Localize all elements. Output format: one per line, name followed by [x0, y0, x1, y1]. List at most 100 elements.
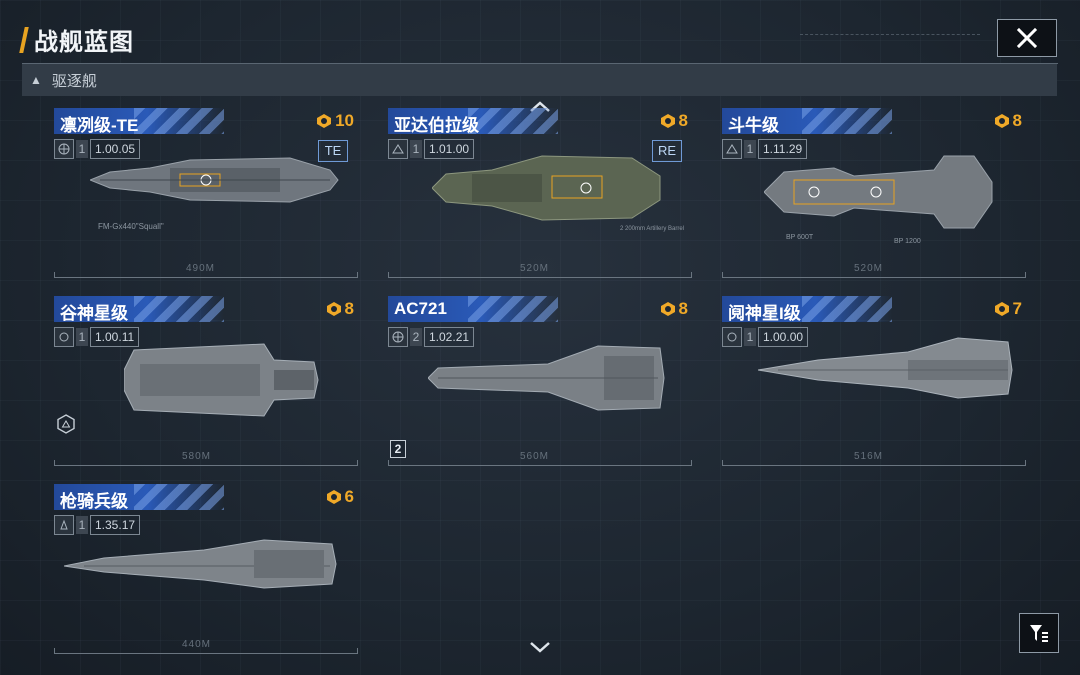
- cost-icon: [660, 114, 675, 128]
- cost-icon: [660, 302, 675, 316]
- card-baseline: [722, 465, 1026, 466]
- card-baseline: [54, 653, 358, 654]
- ship-level: 2: [410, 328, 422, 346]
- manufacturer-icon: [54, 515, 74, 535]
- ship-blueprint-image: [64, 539, 337, 589]
- ship-card[interactable]: 斗牛级 8 1 1.11.29 520M BP 600T BP 1200: [722, 108, 1026, 278]
- manufacturer-icon: [388, 139, 408, 159]
- ship-length: 490M: [186, 263, 216, 274]
- ship-blueprint-image: [124, 343, 319, 417]
- tick: [357, 648, 358, 654]
- ship-version: 1.02.21: [424, 327, 475, 347]
- cost-value: 10: [335, 111, 354, 130]
- ship-stats: 1 1.00.11: [54, 327, 140, 347]
- weapon-note: FM-Gx440"Squall": [98, 222, 164, 231]
- weapon-note: BP 1200: [894, 238, 921, 245]
- ship-blueprint-image: [90, 157, 339, 203]
- cost-icon: [317, 114, 332, 128]
- tick: [722, 460, 723, 466]
- ship-name: AC721: [394, 299, 447, 318]
- header: 战舰蓝图: [19, 22, 134, 57]
- ship-card[interactable]: 亚达伯拉级 8 1 1.01.00 RE 520M 2 200mm Artill…: [388, 108, 692, 278]
- ship-class-label: 驱逐舰: [51, 72, 97, 90]
- version-sub: 00: [789, 330, 804, 344]
- ship-stats: 1 1.00.00: [722, 327, 809, 347]
- ship-length: 580M: [182, 451, 212, 462]
- cost-value: 8: [1012, 111, 1022, 130]
- ship-version: 1.01.00: [424, 139, 475, 159]
- tick: [388, 460, 389, 466]
- ship-card[interactable]: AC721 8 2 1.02.21 2 560M: [388, 296, 692, 466]
- ship-name: 谷神星级: [60, 304, 128, 323]
- ship-stats: 1 1.00.05: [54, 139, 141, 159]
- cost-value: 8: [678, 299, 688, 318]
- tick: [691, 272, 692, 278]
- command-cost: 10: [316, 111, 354, 131]
- close-button[interactable]: [997, 19, 1057, 57]
- ship-card[interactable]: 枪骑兵级 6 1 1.35.17 440M: [54, 484, 358, 654]
- ship-version: 1.00.00: [758, 327, 809, 347]
- ship-stats: 2 1.02.21: [388, 327, 475, 347]
- tick: [357, 460, 358, 466]
- card-baseline: [54, 465, 358, 466]
- ship-card[interactable]: 谷神星级 8 1 1.00.11 580M: [54, 296, 358, 466]
- banner-stripes: [134, 484, 224, 510]
- version-main: 1.00: [95, 142, 119, 156]
- ship-level: 1: [76, 516, 88, 534]
- ship-length: 560M: [520, 451, 550, 462]
- ship-length: 440M: [182, 639, 212, 650]
- fleet-count-badge: 2: [390, 440, 406, 458]
- version-sub: 29: [788, 142, 803, 156]
- tick: [54, 648, 55, 654]
- banner-stripes: [134, 108, 224, 134]
- version-main: 1.01: [429, 142, 453, 156]
- ship-length: 520M: [520, 263, 550, 274]
- ship-version: 1.00.11: [90, 327, 140, 347]
- hexagon-triangle-icon: [57, 414, 75, 434]
- version-main: 1.00: [763, 330, 787, 344]
- ship-stats: 1 1.35.17: [54, 515, 141, 535]
- ship-name: 凛冽级-TE: [60, 116, 139, 135]
- manufacturer-icon: [722, 139, 742, 159]
- tick: [722, 272, 723, 278]
- triangle-up-icon: ▲: [30, 73, 42, 87]
- command-cost: 6: [326, 487, 354, 507]
- command-cost: 7: [994, 299, 1022, 319]
- banner-stripes: [468, 108, 558, 134]
- version-sub: 00: [455, 142, 470, 156]
- banner-stripes: [802, 108, 892, 134]
- ship-length: 520M: [854, 263, 884, 274]
- page-title: 战舰蓝图: [34, 29, 134, 56]
- ship-card[interactable]: 凛冽级-TE 10 1 1.00.05 TE 490M FM-Gx440"Squ…: [54, 108, 358, 278]
- tick: [388, 272, 389, 278]
- ship-level: 1: [410, 140, 422, 158]
- ship-class-filter[interactable]: ▲ 驱逐舰: [22, 64, 1057, 96]
- ship-level: 1: [744, 328, 756, 346]
- ship-length: 516M: [854, 451, 884, 462]
- ship-blueprint-image: [758, 337, 1013, 399]
- manufacturer-icon: [722, 327, 742, 347]
- sort-filter-button[interactable]: [1019, 613, 1059, 653]
- command-cost: 8: [994, 111, 1022, 131]
- tick: [1025, 460, 1026, 466]
- ship-blueprint-image: [764, 155, 993, 229]
- version-sub: 17: [121, 518, 136, 532]
- tick: [54, 272, 55, 278]
- scroll-down-chevron-icon[interactable]: [528, 640, 552, 654]
- tick: [54, 460, 55, 466]
- ship-stats: 1 1.11.29: [722, 139, 808, 159]
- version-main: 1.02: [429, 330, 453, 344]
- cost-value: 6: [344, 487, 354, 506]
- command-cost: 8: [326, 299, 354, 319]
- card-baseline: [54, 277, 358, 278]
- version-sub: 21: [455, 330, 470, 344]
- banner-stripes: [802, 296, 892, 322]
- header-decoration: [800, 34, 980, 41]
- version-main: 1.35: [95, 518, 119, 532]
- ship-version: 1.11.29: [758, 139, 808, 159]
- ship-card[interactable]: 阋神星I级 7 1 1.00.00 516M: [722, 296, 1026, 466]
- ship-blueprint-image: [432, 155, 661, 221]
- tick: [357, 272, 358, 278]
- weapon-note: BP 600T: [786, 234, 814, 241]
- globe-icon: [388, 327, 408, 347]
